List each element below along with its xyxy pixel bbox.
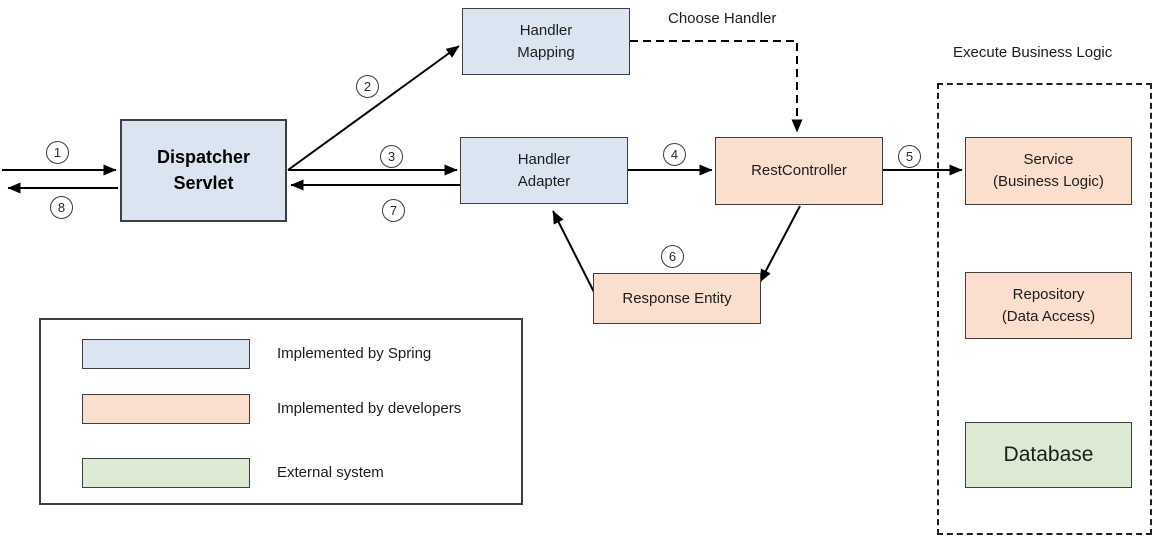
legend: Implemented by Spring Implemented by dev… [39,318,523,505]
arrow-step-2-to-handler-mapping [287,45,460,171]
step-badge-4: 4 [663,143,686,166]
node-repository: Repository (Data Access) [965,272,1132,339]
legend-swatch-developers [82,394,250,424]
node-handler-adapter: Handler Adapter [460,137,628,204]
step-badge-7: 7 [382,199,405,222]
legend-swatch-external [82,458,250,488]
legend-swatch-spring [82,339,250,369]
step-badge-5: 5 [898,145,921,168]
node-database: Database [965,422,1132,488]
arrow-step-6-response-entity-to-adapter [552,210,598,299]
legend-label-spring: Implemented by Spring [277,345,432,362]
node-handler-mapping: Handler Mapping [462,8,630,75]
label-choose-handler: Choose Handler [668,10,777,27]
node-rest-controller: RestController [715,137,883,205]
step-badge-2: 2 [356,75,379,98]
node-dispatcher-servlet: Dispatcher Servlet [120,119,287,222]
node-response-entity: Response Entity [593,273,761,324]
step-badge-1: 1 [46,141,69,164]
node-service: Service (Business Logic) [965,137,1132,205]
legend-label-external: External system [277,464,384,481]
step-badge-8: 8 [50,196,73,219]
step-badge-3: 3 [380,145,403,168]
dashed-arrow-choose-handler [630,40,803,133]
legend-label-developers: Implemented by developers [277,400,462,417]
step-badge-6: 6 [661,245,684,268]
label-execute-business-logic: Execute Business Logic [953,44,1113,61]
arrow-restcontroller-to-response-entity [759,205,801,283]
execute-business-logic-region [937,83,1152,535]
